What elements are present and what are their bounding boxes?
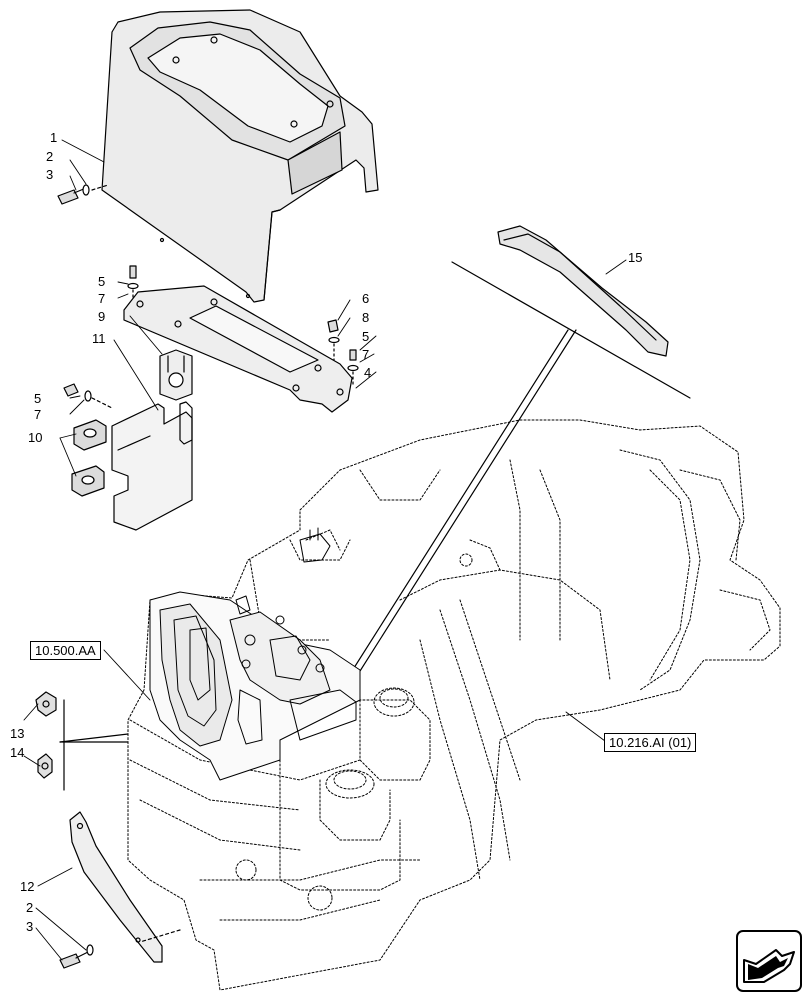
clip-part: [159, 349, 193, 401]
callout-5-top: 5: [98, 274, 106, 289]
callout-15: 15: [628, 250, 643, 265]
rear-plate: [69, 811, 181, 963]
rubber-strip: [497, 225, 669, 357]
mounting-plate: [123, 285, 353, 413]
callout-5-right: 5: [362, 329, 370, 344]
callout-3-bottom: 3: [26, 919, 34, 934]
side-bracket: [111, 401, 193, 531]
callout-12: 12: [20, 879, 35, 894]
callout-3-top: 3: [46, 167, 54, 182]
callout-14: 14: [10, 745, 25, 760]
callout-1: 1: [50, 130, 58, 145]
next-page-arrow-icon[interactable]: [736, 930, 802, 992]
callout-leaders: [23, 139, 627, 961]
callout-10: 10: [28, 430, 43, 445]
tractor-chassis-dotted: [127, 419, 781, 991]
callout-4: 4: [364, 365, 372, 380]
leader-lines: [59, 261, 691, 791]
callout-9: 9: [98, 309, 106, 324]
callout-11: 11: [92, 331, 106, 346]
rubber-blocks: [71, 419, 107, 497]
plate-bolts: [127, 265, 359, 387]
bolt-washer-bottom: [59, 944, 94, 969]
callout-8: 8: [362, 310, 370, 325]
callout-6: 6: [362, 291, 370, 306]
reference-10-500-aa[interactable]: 10.500.AA: [30, 641, 101, 660]
callout-2-top: 2: [46, 149, 54, 164]
callout-2-bottom: 2: [26, 900, 34, 915]
callout-7-right: 7: [362, 347, 370, 362]
callout-13: 13: [10, 726, 25, 741]
bracket-bolt: [63, 383, 113, 409]
callout-5-left: 5: [34, 391, 42, 406]
control-console: [149, 527, 361, 781]
bolt-washer-top: [57, 184, 109, 205]
reference-10-216-ai[interactable]: 10.216.AI (01): [604, 733, 697, 752]
callout-7-left: 7: [34, 407, 42, 422]
callout-7-top: 7: [98, 291, 106, 306]
clamp-parts: [35, 691, 57, 779]
cover-hood: [101, 9, 379, 303]
